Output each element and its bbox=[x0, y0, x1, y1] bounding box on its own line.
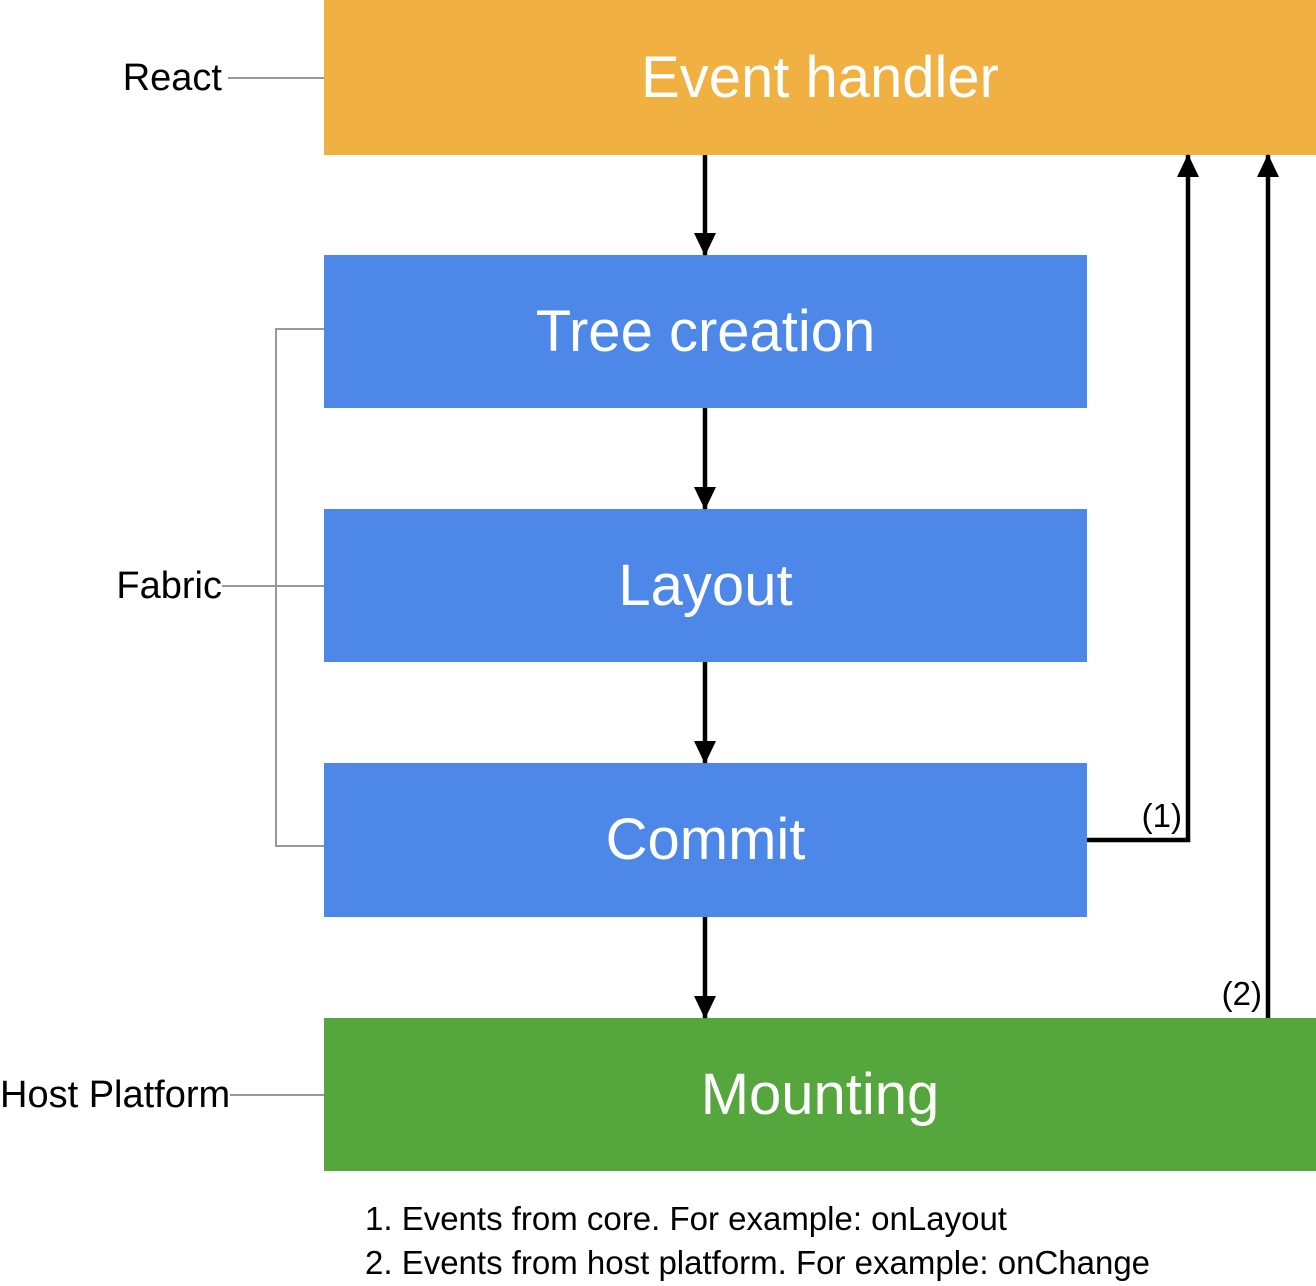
box-tree-creation: Tree creation bbox=[324, 255, 1087, 408]
box-mounting-label: Mounting bbox=[700, 1061, 940, 1127]
box-event-handler-label: Event handler bbox=[641, 44, 999, 110]
box-mounting: Mounting bbox=[324, 1018, 1316, 1171]
layer-label-fabric: Fabric bbox=[116, 565, 222, 607]
arrow-label-2: (2) bbox=[1221, 975, 1262, 1012]
layer-label-react: React bbox=[122, 57, 222, 99]
box-commit-label: Commit bbox=[605, 807, 806, 872]
layer-label-host-platform: Host Platform bbox=[0, 1074, 231, 1116]
footnote-2: 2. Events from host platform. For exampl… bbox=[365, 1244, 1151, 1281]
arrow-label-1: (1) bbox=[1141, 797, 1182, 834]
footnotes: 1. Events from core. For example: onLayo… bbox=[365, 1197, 1150, 1285]
box-tree-creation-label: Tree creation bbox=[535, 298, 876, 364]
box-layout-label: Layout bbox=[618, 552, 793, 618]
arrow-commit-to-event-handler bbox=[1087, 154, 1199, 843]
fabric-bracket bbox=[275, 328, 324, 847]
footnote-1: 1. Events from core. For example: onLayo… bbox=[365, 1200, 1007, 1237]
box-layout: Layout bbox=[324, 509, 1087, 662]
box-event-handler: Event handler bbox=[324, 0, 1316, 155]
box-commit: Commit bbox=[324, 763, 1087, 917]
